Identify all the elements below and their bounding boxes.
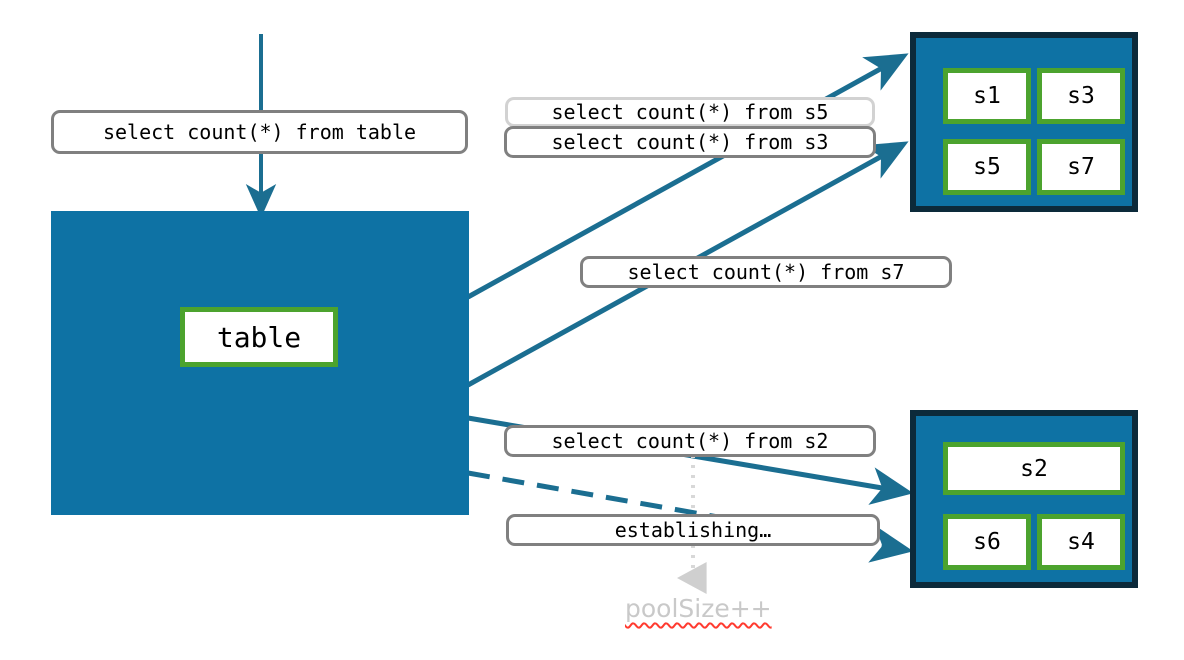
label-select-from-s3[interactable]: select count(*) from s3: [504, 126, 876, 158]
label-select-from-s5[interactable]: select count(*) from s5: [505, 97, 875, 127]
label-select-from-s7[interactable]: select count(*) from s7: [580, 256, 952, 288]
slot-s1[interactable]: s1: [943, 68, 1031, 124]
slot-s5[interactable]: s5: [943, 139, 1031, 195]
table-container: table: [51, 211, 469, 515]
slot-s4[interactable]: s4: [1037, 514, 1125, 570]
pool-bottom-container: s2 s6 s4: [910, 410, 1138, 588]
slot-s2[interactable]: s2: [943, 442, 1125, 495]
annotation-poolsize: poolSize++: [625, 594, 772, 623]
slot-s6[interactable]: s6: [943, 514, 1031, 570]
pool-top-container: s1 s3 s5 s7: [910, 32, 1138, 212]
label-establishing[interactable]: establishing…: [506, 514, 880, 546]
slot-s7[interactable]: s7: [1037, 139, 1125, 195]
label-select-from-s2[interactable]: select count(*) from s2: [504, 425, 876, 457]
slot-s3[interactable]: s3: [1037, 68, 1125, 124]
node-table[interactable]: table: [180, 307, 338, 367]
label-select-from-table[interactable]: select count(*) from table: [51, 110, 468, 154]
